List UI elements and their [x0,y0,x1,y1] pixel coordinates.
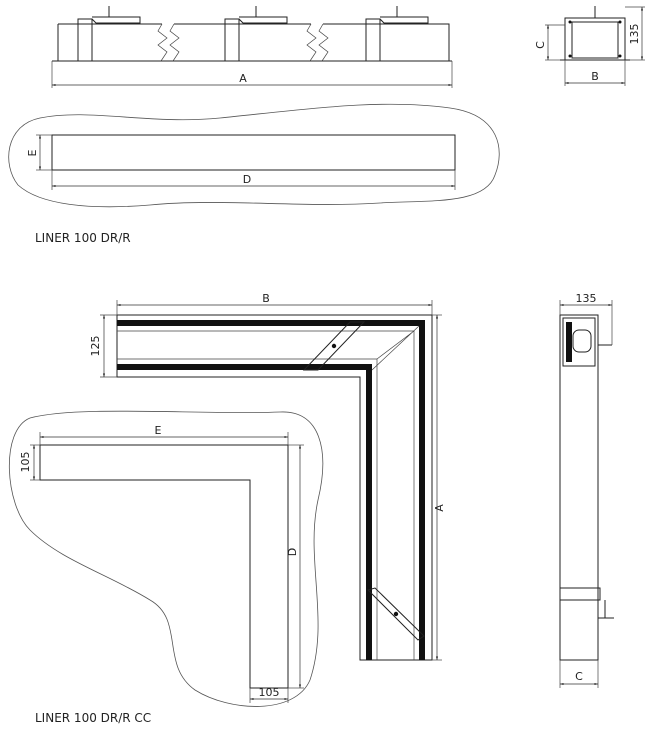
dimension-label-105: 105 [19,452,32,473]
segment-3 [318,6,450,62]
front-view-liner: A [51,6,453,88]
dimension-label-135: 135 [576,292,597,305]
dimension-c-cc: C [559,660,599,688]
dimension-e-cc: E [39,424,289,445]
caption-liner-100-dr-r-cc: LINER 100 DR/R CC [35,711,151,725]
dimension-label-135: 135 [628,24,641,45]
dimension-label-d: D [243,173,251,186]
dimension-label-e: E [155,424,162,437]
dimension-label-a: A [433,504,446,512]
dimension-b-cc: B [116,292,433,315]
dimension-label-e: E [26,149,39,156]
dimension-label-c: C [534,41,547,49]
dimension-a: A [51,61,453,88]
side-view-liner-cc: 135 C [559,292,614,688]
ceiling-cutout-outline [8,103,500,208]
segment-1 [57,6,168,62]
dimension-c: C [534,24,565,61]
segment-2 [169,6,317,62]
ceiling-cutout-outline [8,410,324,707]
corner-view-liner-cc: B 125 A [89,292,446,661]
dimension-label-125: 125 [89,336,102,357]
dimension-d-cc: D [286,444,304,689]
dimension-105-top: 105 [19,444,40,481]
dimension-label-b: B [262,292,270,305]
dimension-label-a: A [239,72,247,85]
dimension-label-105: 105 [259,686,280,699]
dimension-d: D [51,170,456,190]
caption-liner-100-dr-r: LINER 100 DR/R [35,231,131,245]
dimension-e: E [26,134,52,171]
dimension-a-cc: A [432,314,446,661]
end-view-liner: C 135 B [534,6,645,86]
bracket-top [302,321,366,371]
dimension-125: 125 [89,314,117,378]
bracket-bottom [367,587,425,641]
dimension-label-b: B [591,70,599,83]
dimension-b: B [564,60,626,86]
dimension-135-cc: 135 [559,292,613,345]
dimension-label-d: D [286,548,299,556]
dimension-label-c: C [575,670,583,683]
dimension-105-bottom: 105 [249,686,289,703]
plan-view-liner: E D [8,103,500,208]
plan-view-liner-cc: E 105 D 105 [8,410,324,707]
dimension-135: 135 [625,6,645,61]
